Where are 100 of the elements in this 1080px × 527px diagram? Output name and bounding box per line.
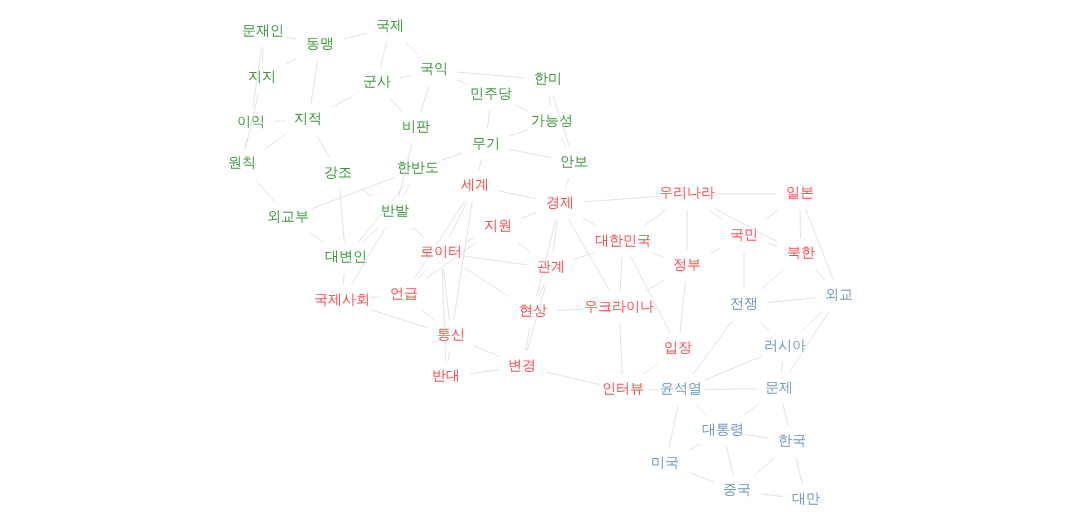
connector	[766, 242, 778, 247]
connector	[650, 252, 664, 258]
node-text: 민주당	[469, 85, 512, 102]
connector	[310, 177, 395, 210]
connector	[424, 242, 477, 280]
node-text: 외교부	[266, 207, 309, 224]
connector	[582, 217, 597, 227]
node-text: 지원	[483, 217, 512, 234]
connector	[402, 183, 410, 197]
connector	[497, 190, 537, 200]
connector	[552, 95, 570, 148]
connector	[397, 142, 412, 197]
node-text: 비판	[401, 117, 430, 134]
connector	[688, 443, 700, 451]
connector	[520, 212, 537, 219]
connector	[330, 95, 354, 108]
connector	[441, 268, 446, 362]
connector	[440, 152, 463, 161]
node-text: 대변인	[324, 248, 367, 265]
connector	[464, 255, 528, 266]
connector	[795, 456, 803, 485]
node-text: 한반도	[396, 158, 439, 175]
connector	[704, 356, 762, 381]
node-text: 인터뷰	[601, 380, 644, 397]
node-text: 통신	[436, 325, 465, 342]
node-text: 대한민국	[594, 231, 651, 248]
connector	[564, 177, 569, 189]
connector	[464, 237, 475, 243]
connector	[800, 310, 823, 332]
connector	[679, 281, 686, 334]
node-text: 지지	[247, 68, 276, 85]
connector	[744, 434, 769, 439]
connector	[725, 446, 734, 476]
connector	[417, 268, 428, 280]
node-text: 대만	[791, 490, 820, 507]
connector	[442, 268, 450, 321]
node-text: 문재인	[242, 22, 285, 39]
connector	[559, 136, 566, 148]
connector	[759, 493, 783, 498]
node-text: 전쟁	[729, 295, 758, 312]
connector	[707, 209, 723, 221]
connector	[524, 327, 530, 352]
connector	[361, 227, 379, 243]
connector	[782, 403, 789, 427]
connector	[379, 42, 387, 68]
node-text: 언급	[389, 284, 418, 301]
node-text: 군사	[362, 73, 391, 90]
node-text: 관계	[536, 258, 565, 275]
connector	[399, 74, 411, 79]
connector	[421, 309, 434, 321]
connector	[692, 320, 733, 375]
connector	[264, 134, 285, 149]
node-text: 무기	[471, 134, 500, 151]
node-text: 국민	[729, 225, 758, 242]
node-text: 우크라이나	[583, 297, 654, 314]
connector	[448, 201, 467, 238]
connector	[468, 369, 500, 375]
connector	[252, 47, 262, 107]
node-text: 세계	[460, 175, 489, 192]
connector	[764, 209, 779, 221]
connector	[369, 309, 428, 329]
node-text: 입장	[663, 338, 692, 355]
connector	[507, 148, 551, 159]
node-text: 강조	[323, 163, 352, 180]
node-text: 일본	[785, 184, 814, 201]
connector	[788, 310, 829, 374]
connector	[508, 129, 529, 137]
connector	[545, 371, 600, 385]
connector	[452, 200, 473, 321]
connector	[456, 79, 468, 86]
node-text: 원칙	[227, 154, 256, 171]
connector	[389, 98, 403, 113]
node-text: 경제	[545, 194, 574, 211]
node-text: 국익	[419, 60, 448, 77]
node-text: 반대	[431, 367, 460, 384]
connector	[411, 227, 424, 238]
node-text: 외교	[824, 285, 853, 302]
node-text: 우리나라	[658, 184, 715, 201]
connector	[573, 251, 595, 261]
connector	[309, 59, 318, 105]
node-text: 가능성	[530, 111, 573, 128]
connector	[244, 93, 259, 149]
connector	[463, 267, 510, 298]
node-text: 대통령	[701, 421, 744, 438]
connector	[284, 57, 297, 65]
connector	[456, 71, 525, 79]
connector	[538, 283, 545, 297]
node-text: 동맹	[305, 35, 334, 52]
connector	[668, 405, 678, 449]
node-text: 현상	[518, 302, 547, 318]
connector	[360, 188, 372, 197]
node-text: 러시아	[763, 336, 806, 353]
node-text: 윤석열	[659, 380, 702, 397]
connector	[526, 283, 547, 352]
connector	[714, 208, 778, 242]
node-text: 한국	[777, 432, 806, 449]
connector	[357, 183, 406, 243]
connector	[473, 345, 499, 357]
connector	[309, 232, 324, 243]
node-text: 정부	[672, 256, 701, 273]
